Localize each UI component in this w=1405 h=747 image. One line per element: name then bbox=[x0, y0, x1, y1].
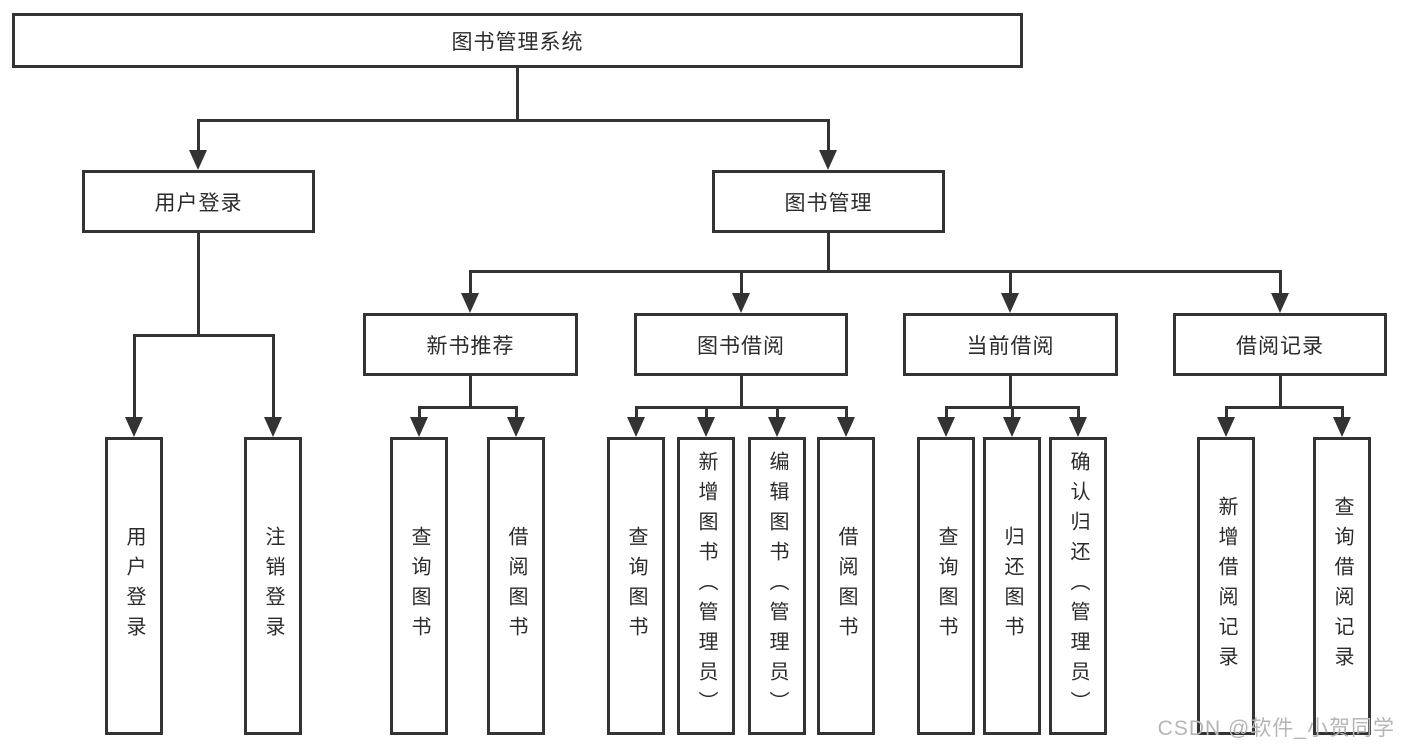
node-label-v-borrow-book-a: 借阅图书 bbox=[505, 526, 527, 646]
edge-arrow-line bbox=[272, 334, 275, 419]
arrowhead-icon bbox=[1069, 417, 1087, 437]
edge-arrow-line bbox=[635, 406, 638, 419]
edge-stem bbox=[1279, 376, 1282, 409]
node-label-v-add-borrow-record: 新增借阅记录 bbox=[1215, 496, 1237, 676]
edge-bus bbox=[418, 406, 517, 409]
arrowhead-icon bbox=[697, 417, 715, 437]
node-new-book-recommend: 新书推荐 bbox=[363, 313, 578, 376]
edge-stem bbox=[197, 233, 200, 337]
edge-arrow-line bbox=[1225, 406, 1228, 419]
edge-arrow-line bbox=[705, 406, 708, 419]
node-label-v-return-book: 归还图书 bbox=[1001, 526, 1023, 646]
node-root: 图书管理系统 bbox=[12, 13, 1023, 68]
edge-arrow-line bbox=[827, 119, 830, 152]
node-v-query-book-c: 查询图书 bbox=[917, 437, 975, 735]
node-label-v-query-book-c: 查询图书 bbox=[935, 526, 957, 646]
arrowhead-icon bbox=[1003, 417, 1021, 437]
edge-bus bbox=[133, 334, 274, 337]
edge-arrow-line bbox=[776, 406, 779, 419]
node-label-v-query-book-b: 查询图书 bbox=[625, 526, 647, 646]
node-user-login: 用户登录 bbox=[82, 170, 315, 233]
node-book-management: 图书管理 bbox=[712, 170, 945, 233]
edge-arrow-line bbox=[515, 406, 518, 419]
edge-arrow-line bbox=[133, 334, 136, 419]
edge-bus bbox=[469, 270, 1281, 273]
csdn-watermark: CSDN @软件_小贺同学 bbox=[1157, 717, 1395, 740]
arrowhead-icon bbox=[461, 293, 479, 313]
edge-bus bbox=[1225, 406, 1343, 409]
node-label-root: 图书管理系统 bbox=[451, 30, 584, 54]
node-label-user-login: 用户登录 bbox=[154, 191, 243, 215]
arrowhead-icon bbox=[627, 417, 645, 437]
arrowhead-icon bbox=[732, 293, 750, 313]
arrowhead-icon bbox=[768, 417, 786, 437]
arrowhead-icon bbox=[819, 150, 837, 170]
edge-arrow-line bbox=[1009, 270, 1012, 295]
arrowhead-icon bbox=[1217, 417, 1235, 437]
node-v-confirm-return: 确认归还（管理员） bbox=[1049, 437, 1107, 735]
arrowhead-icon bbox=[410, 417, 428, 437]
edge-arrow-line bbox=[197, 119, 200, 152]
arrowhead-icon bbox=[837, 417, 855, 437]
node-borrow-record: 借阅记录 bbox=[1173, 313, 1387, 376]
node-label-borrow-record: 借阅记录 bbox=[1236, 334, 1324, 358]
edge-bus bbox=[197, 119, 829, 122]
node-v-add-book-admin: 新增图书（管理员） bbox=[677, 437, 735, 735]
arrowhead-icon bbox=[1271, 293, 1289, 313]
node-book-borrow: 图书借阅 bbox=[634, 313, 848, 376]
edge-stem bbox=[740, 376, 743, 409]
arrowhead-icon bbox=[937, 417, 955, 437]
edge-arrow-line bbox=[1341, 406, 1344, 419]
arrowhead-icon bbox=[1333, 417, 1351, 437]
arrowhead-icon bbox=[1001, 293, 1019, 313]
node-label-new-book-recommend: 新书推荐 bbox=[426, 334, 515, 358]
node-label-v-logout: 注销登录 bbox=[262, 526, 284, 646]
edge-arrow-line bbox=[845, 406, 848, 419]
node-label-v-confirm-return: 确认归还（管理员） bbox=[1067, 451, 1089, 721]
edge-arrow-line bbox=[1279, 270, 1282, 295]
node-v-user-login: 用户登录 bbox=[105, 437, 163, 735]
node-label-v-query-book-a: 查询图书 bbox=[408, 526, 430, 646]
node-v-borrow-book-a: 借阅图书 bbox=[487, 437, 545, 735]
node-v-add-borrow-record: 新增借阅记录 bbox=[1197, 437, 1255, 735]
edge-stem bbox=[1009, 376, 1012, 409]
node-label-book-borrow: 图书借阅 bbox=[697, 334, 785, 358]
node-label-v-borrow-book-b: 借阅图书 bbox=[835, 526, 857, 646]
edge-arrow-line bbox=[1011, 406, 1014, 419]
node-v-return-book: 归还图书 bbox=[983, 437, 1041, 735]
node-label-v-query-borrow-record: 查询借阅记录 bbox=[1331, 496, 1353, 676]
node-v-query-book-b: 查询图书 bbox=[607, 437, 665, 735]
edge-arrow-line bbox=[740, 270, 743, 295]
edge-stem bbox=[516, 68, 519, 122]
node-v-logout: 注销登录 bbox=[244, 437, 302, 735]
edge-arrow-line bbox=[945, 406, 948, 419]
edge-arrow-line bbox=[1077, 406, 1080, 419]
edge-arrow-line bbox=[418, 406, 421, 419]
node-label-v-add-book-admin: 新增图书（管理员） bbox=[695, 451, 717, 721]
arrowhead-icon bbox=[507, 417, 525, 437]
node-current-borrow: 当前借阅 bbox=[903, 313, 1118, 376]
edge-bus bbox=[635, 406, 847, 409]
node-v-borrow-book-b: 借阅图书 bbox=[817, 437, 875, 735]
node-label-v-edit-book-admin: 编辑图书（管理员） bbox=[766, 451, 788, 721]
edge-arrow-line bbox=[469, 270, 472, 295]
node-label-v-user-login: 用户登录 bbox=[123, 526, 145, 646]
node-label-book-management: 图书管理 bbox=[784, 191, 873, 215]
node-v-query-borrow-record: 查询借阅记录 bbox=[1313, 437, 1371, 735]
edge-stem bbox=[827, 233, 830, 273]
node-v-edit-book-admin: 编辑图书（管理员） bbox=[748, 437, 806, 735]
edge-stem bbox=[469, 376, 472, 409]
arrowhead-icon bbox=[189, 150, 207, 170]
arrowhead-icon bbox=[264, 417, 282, 437]
node-v-query-book-a: 查询图书 bbox=[390, 437, 448, 735]
node-label-current-borrow: 当前借阅 bbox=[966, 334, 1055, 358]
arrowhead-icon bbox=[125, 417, 143, 437]
